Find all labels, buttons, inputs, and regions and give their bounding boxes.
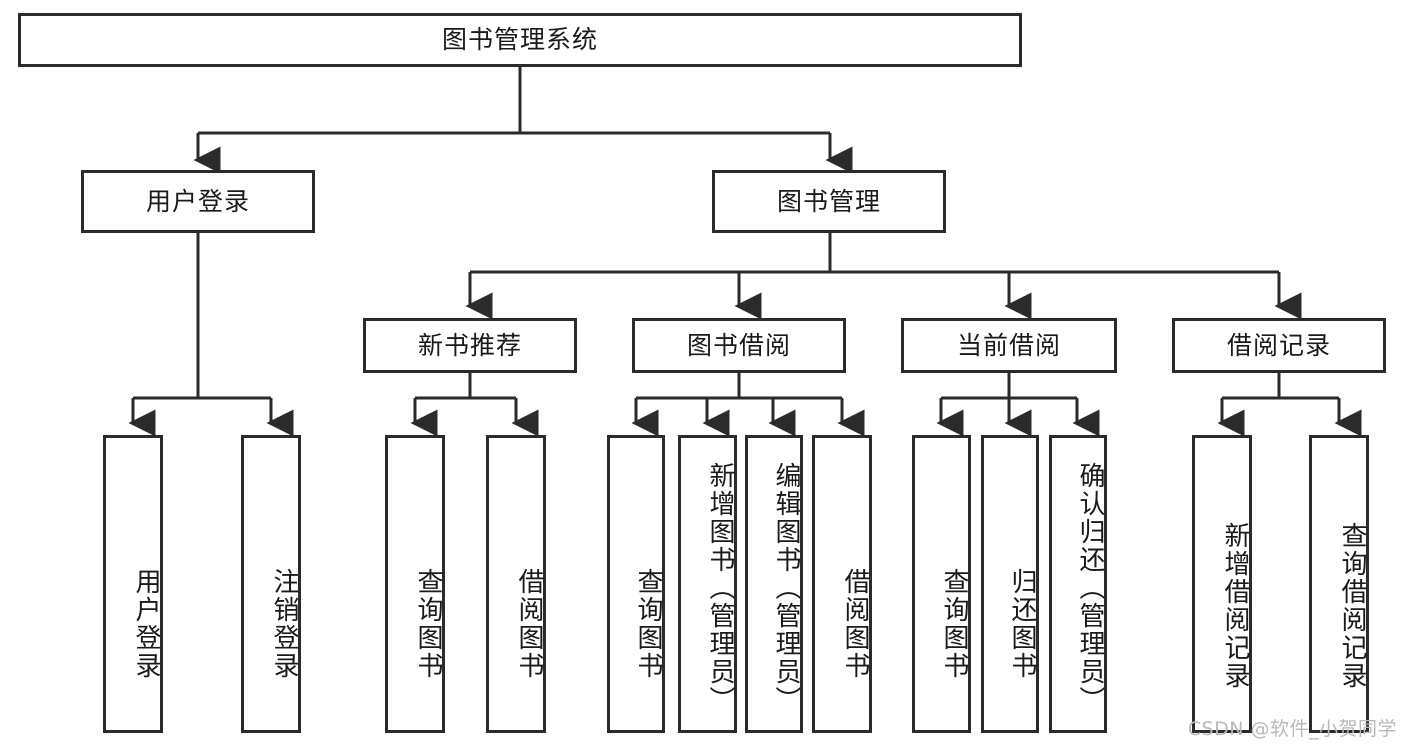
leaf-confirm-return-admin[interactable]: 确认归还（管理员） xyxy=(1049,435,1107,733)
node-label: 编辑图书（管理员） xyxy=(771,462,801,714)
node-label: 确认归还（管理员） xyxy=(1075,462,1105,714)
node-label: 查询图书 xyxy=(413,568,443,680)
node-label: 归还图书 xyxy=(1007,568,1037,680)
leaf-return-book[interactable]: 归还图书 xyxy=(981,435,1039,733)
node-label: 借阅图书 xyxy=(514,568,544,680)
node-label: 图书借阅 xyxy=(686,330,791,360)
node-label: 查询图书 xyxy=(939,568,969,680)
node-label: 图书管理系统 xyxy=(441,25,598,55)
leaf-user-login[interactable]: 用户登录 xyxy=(103,435,163,733)
node-label: 新增借阅记录 xyxy=(1220,522,1250,690)
node-new-book-recommend[interactable]: 新书推荐 xyxy=(363,318,577,373)
leaf-query-book-borrow[interactable]: 查询图书 xyxy=(607,435,665,733)
leaf-add-borrow-record[interactable]: 新增借阅记录 xyxy=(1192,435,1252,733)
node-label: 查询借阅记录 xyxy=(1337,522,1367,690)
leaf-logout-login[interactable]: 注销登录 xyxy=(241,435,301,733)
node-label: 用户登录 xyxy=(131,568,161,680)
node-label: 借阅图书 xyxy=(840,568,870,680)
node-label: 查询图书 xyxy=(633,568,663,680)
leaf-query-borrow-record[interactable]: 查询借阅记录 xyxy=(1309,435,1369,733)
node-book-manage[interactable]: 图书管理 xyxy=(712,170,946,233)
node-root-book-management-system[interactable]: 图书管理系统 xyxy=(18,13,1022,67)
csdn-watermark: CSDN @软件_小贺同学 xyxy=(1187,718,1397,740)
node-label: 当前借阅 xyxy=(956,330,1061,360)
node-borrow-record[interactable]: 借阅记录 xyxy=(1172,318,1386,373)
leaf-add-book-admin[interactable]: 新增图书（管理员） xyxy=(678,435,737,733)
node-label: 用户登录 xyxy=(145,186,250,216)
leaf-query-book-current[interactable]: 查询图书 xyxy=(912,435,971,733)
node-book-borrow[interactable]: 图书借阅 xyxy=(632,318,846,373)
node-label: 新增图书（管理员） xyxy=(705,462,735,714)
node-label: 图书管理 xyxy=(776,186,881,216)
node-user-login[interactable]: 用户登录 xyxy=(81,170,315,233)
node-current-borrow[interactable]: 当前借阅 xyxy=(901,318,1117,373)
leaf-query-book-recommend[interactable]: 查询图书 xyxy=(385,435,445,733)
leaf-edit-book-admin[interactable]: 编辑图书（管理员） xyxy=(745,435,803,733)
node-label: 新书推荐 xyxy=(417,330,522,360)
leaf-borrow-book[interactable]: 借阅图书 xyxy=(812,435,872,733)
node-label: 注销登录 xyxy=(269,568,299,680)
leaf-borrow-book-recommend[interactable]: 借阅图书 xyxy=(486,435,546,733)
node-label: 借阅记录 xyxy=(1226,330,1331,360)
